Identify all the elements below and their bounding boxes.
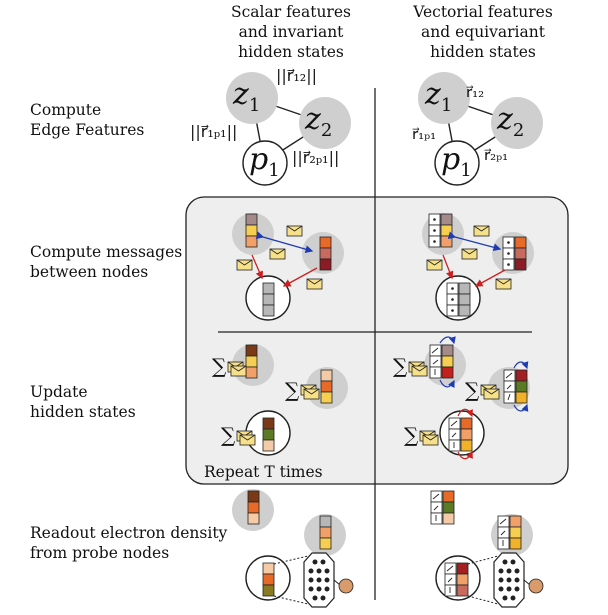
step-readout-label: Readout electron density from probe node… bbox=[30, 523, 227, 563]
node-z1-vector bbox=[418, 72, 470, 124]
step-messages-line: Compute messages bbox=[30, 243, 183, 261]
z1-letter: z bbox=[233, 77, 249, 112]
step-edge-label: Compute Edge Features bbox=[30, 100, 144, 140]
sum-symbol: ∑ bbox=[393, 354, 408, 378]
edge-label-r12-norm: ||r⃗₁₂|| bbox=[276, 66, 317, 85]
node-z2-label: z2 bbox=[305, 103, 332, 148]
left-column-header: Scalar features and invariant hidden sta… bbox=[226, 2, 356, 62]
z1-letter: z bbox=[425, 77, 441, 112]
step-update-line: hidden states bbox=[30, 403, 136, 421]
node-z2-label-vector: z2 bbox=[497, 103, 524, 148]
left-header-line: Scalar features bbox=[231, 3, 351, 21]
p1-letter: p bbox=[249, 142, 269, 177]
edge-label-r12: r⃗₁₂ bbox=[466, 83, 485, 101]
step-readout-line: Readout electron density bbox=[30, 524, 228, 542]
messages-scalar bbox=[232, 213, 344, 321]
z1-sub: 1 bbox=[248, 95, 261, 116]
repeat-label: Repeat T times bbox=[204, 463, 323, 481]
step-update-label: Update hidden states bbox=[30, 382, 136, 422]
node-p1-label-vector: p1 bbox=[441, 143, 472, 188]
node-z1-scalar bbox=[226, 72, 278, 124]
node-z2-vector bbox=[491, 97, 543, 149]
sum-symbol: ∑ bbox=[465, 378, 480, 402]
right-header-line: and equivariant bbox=[421, 23, 545, 41]
step-readout-line: from probe nodes bbox=[30, 544, 170, 562]
edge-label-r1p1-norm: ||r⃗₁ₚ₁|| bbox=[190, 122, 238, 141]
step-edge-line: Edge Features bbox=[30, 121, 145, 139]
edge-graph-scalar bbox=[226, 72, 351, 186]
node-z1-label-vector: z1 bbox=[425, 78, 452, 123]
readout-vector bbox=[430, 490, 544, 608]
z2-letter: z bbox=[305, 102, 321, 137]
update-scalar bbox=[227, 344, 348, 456]
p1-sub: 1 bbox=[268, 160, 280, 181]
messages-vector bbox=[422, 213, 534, 321]
right-column-header: Vectorial features and equivariant hidde… bbox=[408, 2, 558, 62]
sum-symbol: ∑ bbox=[221, 423, 236, 447]
edge-label-r2p1: r⃗₂ₚ₁ bbox=[484, 146, 509, 164]
readout-scalar bbox=[232, 489, 354, 608]
right-header-line: Vectorial features bbox=[413, 3, 553, 21]
node-p1-label: p1 bbox=[249, 143, 280, 188]
sum-symbol: ∑ bbox=[285, 378, 300, 402]
left-header-line: and invariant bbox=[238, 23, 344, 41]
step-update-line: Update bbox=[30, 383, 88, 401]
p1-letter: p bbox=[441, 142, 461, 177]
z1-sub: 1 bbox=[440, 95, 453, 116]
z2-sub: 2 bbox=[320, 120, 333, 141]
right-header-line: hidden states bbox=[430, 43, 536, 61]
update-vector bbox=[408, 336, 530, 460]
edge-graph-vector bbox=[418, 72, 543, 186]
sum-symbol: ∑ bbox=[404, 423, 419, 447]
step-messages-line: between nodes bbox=[30, 263, 149, 281]
z2-letter: z bbox=[497, 102, 513, 137]
edge-label-r1p1: r⃗₁ₚ₁ bbox=[412, 125, 437, 143]
step-messages-label: Compute messages between nodes bbox=[30, 242, 182, 282]
left-header-line: hidden states bbox=[238, 43, 344, 61]
node-z1-label: z1 bbox=[233, 78, 260, 123]
node-p1-scalar bbox=[242, 140, 288, 186]
edge-label-r2p1-norm: ||r⃗₂ₚ₁|| bbox=[292, 148, 340, 167]
sum-symbol: ∑ bbox=[212, 354, 227, 378]
z2-sub: 2 bbox=[512, 120, 525, 141]
step-edge-line: Compute bbox=[30, 101, 102, 119]
p1-sub: 1 bbox=[460, 160, 472, 181]
node-p1-vector bbox=[434, 140, 480, 186]
node-z2-scalar bbox=[299, 97, 351, 149]
